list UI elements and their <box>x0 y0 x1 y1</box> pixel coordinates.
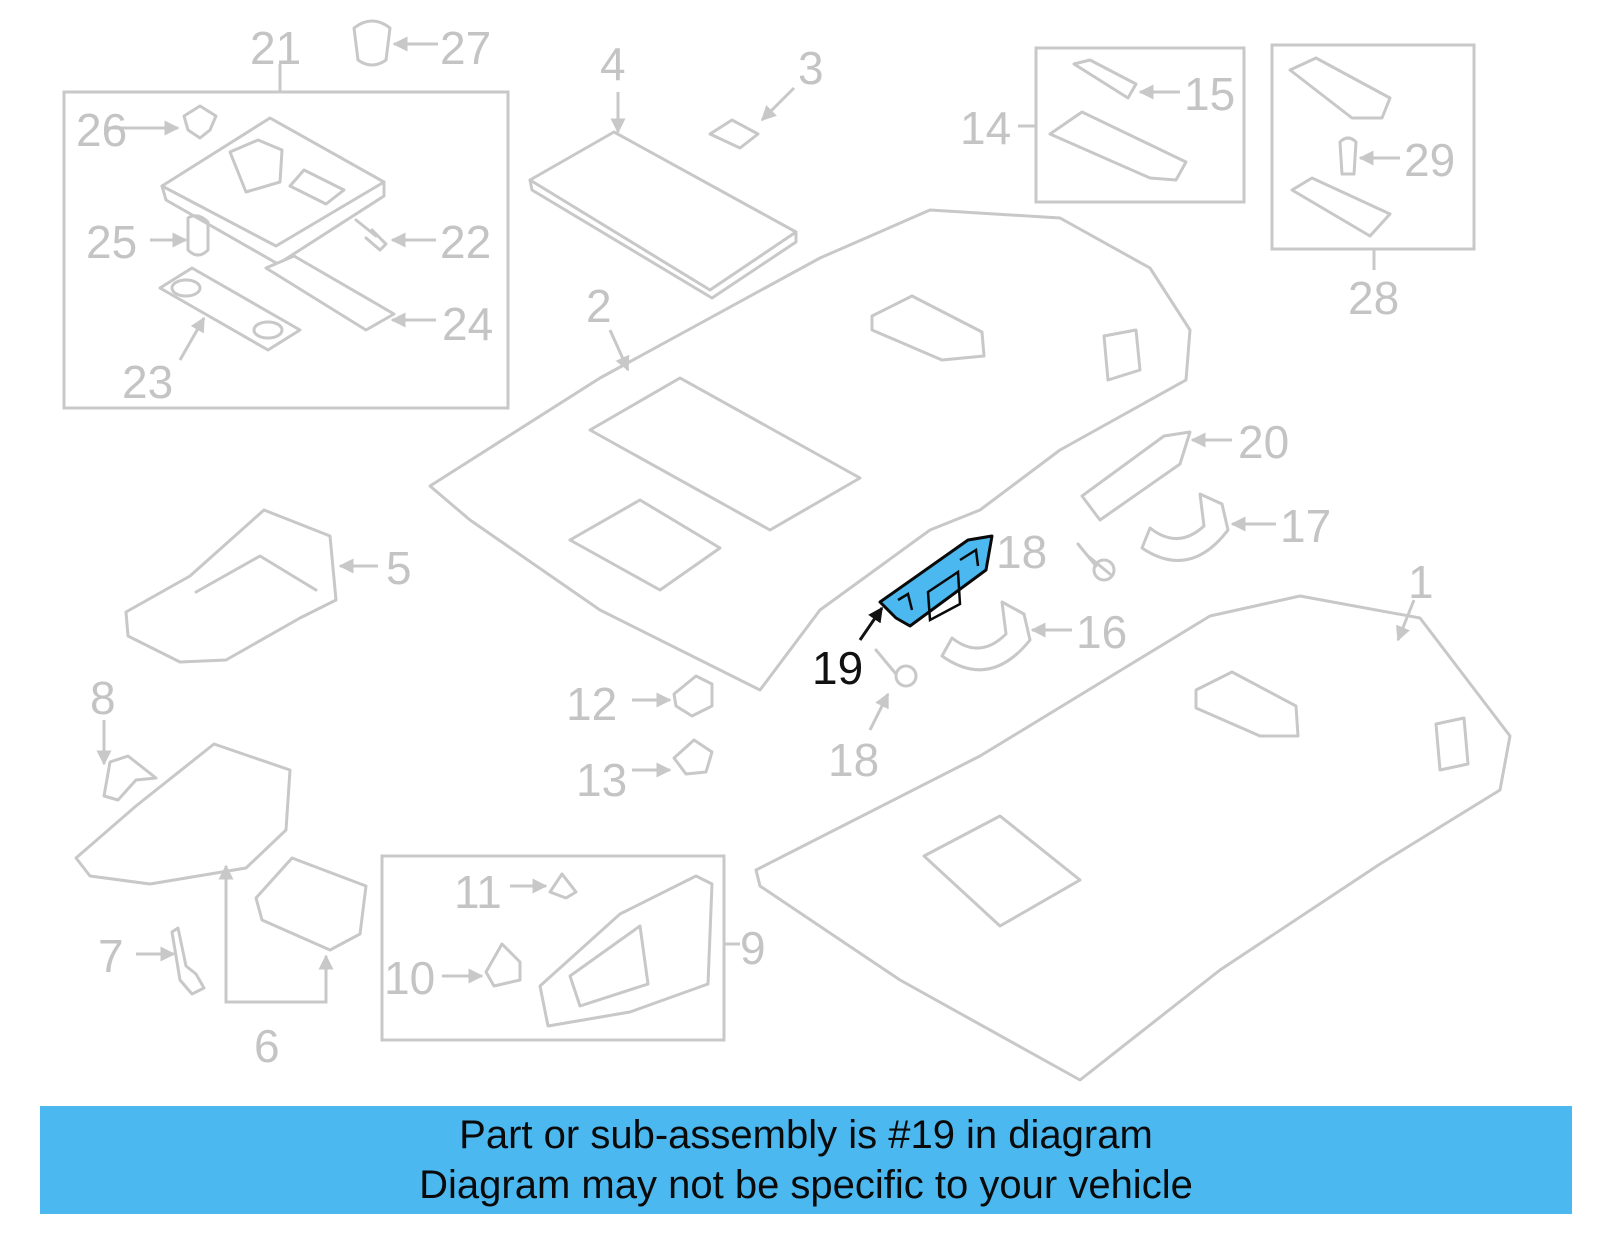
callout-28: 28 <box>1348 272 1399 324</box>
callout-17: 17 <box>1280 500 1331 552</box>
callout-16: 16 <box>1076 606 1127 658</box>
callout-29: 29 <box>1404 134 1455 186</box>
callout-21: 21 <box>250 22 301 74</box>
screw-18-lower <box>874 648 918 688</box>
clip-10 <box>484 942 522 988</box>
bracket-3 <box>708 118 760 150</box>
lens-24 <box>264 254 396 332</box>
callout-12: 12 <box>566 678 617 730</box>
bulb-15 <box>1072 58 1138 100</box>
callout-10: 10 <box>384 952 435 1004</box>
callout-1: 1 <box>1408 556 1434 608</box>
sunvisor-9 <box>538 874 714 1028</box>
hook-12 <box>672 674 714 718</box>
callout-22: 22 <box>440 216 491 268</box>
plug-27 <box>352 19 392 67</box>
callout-26: 26 <box>76 104 127 156</box>
lamp-28 <box>1288 56 1392 238</box>
callout-23: 23 <box>122 356 173 408</box>
screw-18-upper <box>1076 542 1116 582</box>
highlighted-part-19 <box>858 534 994 641</box>
clip-26 <box>182 104 218 140</box>
callout-27: 27 <box>440 22 491 74</box>
callout-3: 3 <box>798 42 824 94</box>
block-6 <box>254 856 368 952</box>
hook-13 <box>672 738 714 776</box>
console-8 <box>74 742 292 886</box>
callout-5: 5 <box>386 542 412 594</box>
lens-23 <box>158 266 302 352</box>
headliner-upper-2 <box>428 208 1192 692</box>
callout-19: 19 <box>812 642 863 694</box>
callout-25: 25 <box>86 216 137 268</box>
callout-9: 9 <box>740 922 766 974</box>
callout-15: 15 <box>1184 68 1235 120</box>
bracket-20 <box>1080 430 1192 522</box>
map-lamp-14 <box>1048 110 1188 182</box>
callout-11: 11 <box>454 866 502 918</box>
clip-11 <box>548 872 578 900</box>
callout-8: 8 <box>90 672 116 724</box>
footer-banner: Part or sub-assembly is #19 in diagram D… <box>40 1106 1572 1214</box>
bulb-29 <box>1338 136 1358 176</box>
callout-7: 7 <box>98 930 124 982</box>
callout-20: 20 <box>1238 416 1289 468</box>
callout-13: 13 <box>576 754 627 806</box>
callout-18-lower: 18 <box>828 734 879 786</box>
callout-24: 24 <box>442 298 493 350</box>
sunroof-panel-4 <box>528 130 798 300</box>
footer-line-disclaimer: Diagram may not be specific to your vehi… <box>419 1163 1193 1207</box>
assembly-box-21 <box>62 90 510 410</box>
console-5 <box>124 508 338 664</box>
assembly-box-9 <box>380 854 726 1042</box>
callout-4: 4 <box>600 38 626 90</box>
callout-18-upper: 18 <box>996 526 1047 578</box>
grab-handle-17 <box>1140 492 1230 562</box>
callout-14: 14 <box>960 102 1011 154</box>
bulb-25 <box>186 214 210 257</box>
footer-line-part-number: Part or sub-assembly is #19 in diagram <box>459 1113 1153 1157</box>
overhead-console-part <box>160 116 386 266</box>
screw-22 <box>354 218 388 252</box>
callout-6: 6 <box>254 1020 280 1072</box>
grab-handle-16 <box>940 600 1032 672</box>
headliner-lower-1 <box>754 594 1512 1082</box>
screw-7 <box>170 926 206 996</box>
callout-2: 2 <box>586 280 612 332</box>
